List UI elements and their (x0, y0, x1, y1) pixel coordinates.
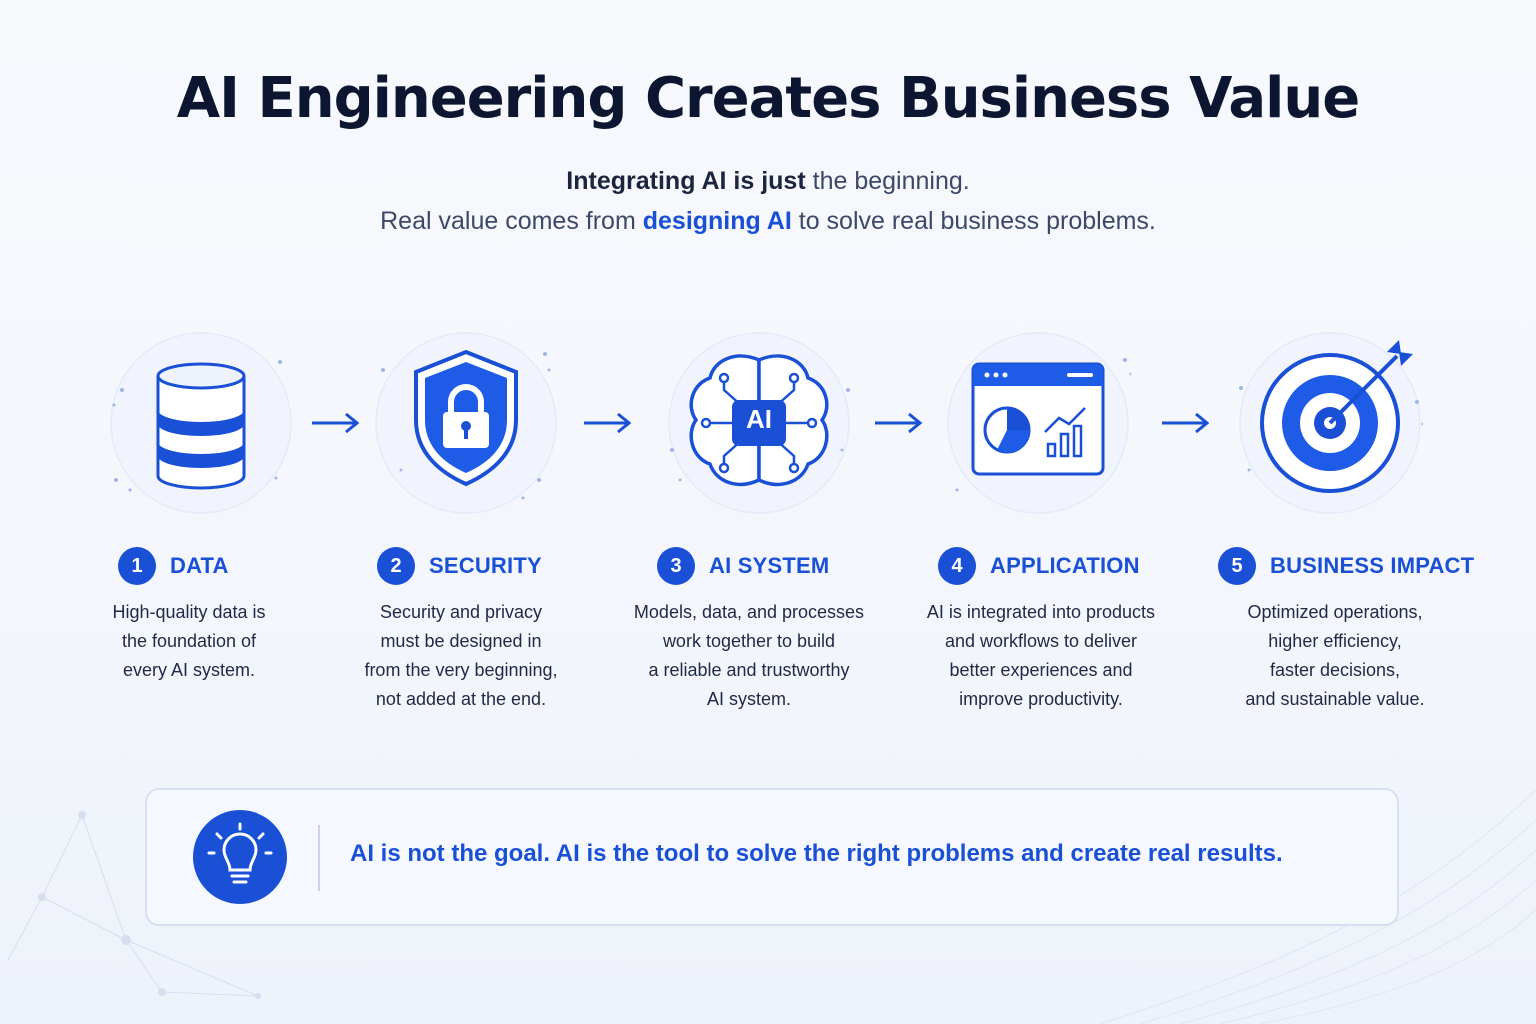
step-title: BUSINESS IMPACT (1270, 553, 1475, 578)
dashboard-window-icon (945, 330, 1131, 516)
step-4-description: AI is integrated into products and workf… (891, 598, 1191, 714)
step-title: AI SYSTEM (709, 553, 830, 578)
shield-lock-icon (373, 330, 559, 516)
description-line: work together to build (662, 631, 836, 651)
flow-arrow-2 (582, 411, 634, 435)
subtitle-prefix: Real value comes from (380, 207, 643, 235)
description-line: must be designed in (380, 631, 542, 651)
description-line: a reliable and trustworthy (648, 660, 850, 680)
step-2-heading: 2 SECURITY (377, 546, 542, 586)
description-line: better experiences and (949, 660, 1133, 680)
subtitle-emphasis: Integrating AI is just (566, 167, 806, 195)
step-title: DATA (170, 553, 229, 578)
step-3-description: Models, data, and processes work togethe… (599, 598, 899, 714)
subtitle-highlight: designing AI (642, 207, 792, 235)
step-3-heading: 3 AI SYSTEM (657, 546, 829, 586)
page-title: AI Engineering Creates Business Value (176, 66, 1360, 131)
flow-arrow-3 (873, 411, 925, 435)
banner-divider (318, 825, 320, 891)
lightbulb-icon (193, 810, 287, 904)
subtitle-rest: the beginning. (805, 167, 970, 195)
description-line: Models, data, and processes (633, 602, 865, 622)
step-number-badge: 5 (1218, 547, 1256, 585)
description-line: from the very beginning, (364, 660, 558, 680)
step-title: APPLICATION (990, 553, 1140, 578)
description-line: Security and privacy (379, 602, 543, 622)
description-line: and sustainable value. (1245, 689, 1425, 709)
subtitle-line-2: Real value comes from designing AI to so… (0, 207, 1536, 236)
description-line: the foundation of (121, 631, 257, 651)
subtitle-line-1: Integrating AI is just the beginning. (0, 167, 1536, 196)
step-5-heading: 5 BUSINESS IMPACT (1218, 546, 1474, 586)
key-message-banner: AI is not the goal. AI is the tool to so… (145, 788, 1399, 926)
subtitle-suffix: to solve real business problems. (791, 207, 1156, 235)
flow-arrow-1 (310, 411, 362, 435)
step-5-description: Optimized operations, higher efficiency,… (1185, 598, 1485, 714)
database-icon (108, 330, 294, 516)
ai-brain-icon: AI (666, 330, 852, 516)
ai-chip-label: AI (746, 404, 772, 434)
flow-arrow-4 (1160, 411, 1212, 435)
description-line: AI system. (706, 689, 791, 709)
description-line: not added at the end. (375, 689, 547, 709)
step-number-badge: 1 (118, 547, 156, 585)
description-line: and workflows to deliver (944, 631, 1138, 651)
step-1-heading: 1 DATA (118, 546, 229, 586)
description-line: faster decisions, (1269, 660, 1401, 680)
description-line: every AI system. (122, 660, 256, 680)
description-line: High-quality data is (112, 602, 266, 622)
step-title: SECURITY (429, 553, 542, 578)
step-1-description: High-quality data is the foundation of e… (39, 598, 339, 685)
step-2-description: Security and privacy must be designed in… (311, 598, 611, 714)
step-number-badge: 2 (377, 547, 415, 585)
step-4-heading: 4 APPLICATION (938, 546, 1140, 586)
description-line: AI is integrated into products (926, 602, 1156, 622)
target-icon (1237, 330, 1423, 516)
step-number-badge: 3 (657, 547, 695, 585)
description-line: improve productivity. (959, 689, 1123, 709)
banner-message: AI is not the goal. AI is the tool to so… (350, 840, 1283, 867)
step-number-badge: 4 (938, 547, 976, 585)
description-line: higher efficiency, (1268, 631, 1402, 651)
description-line: Optimized operations, (1247, 602, 1423, 622)
